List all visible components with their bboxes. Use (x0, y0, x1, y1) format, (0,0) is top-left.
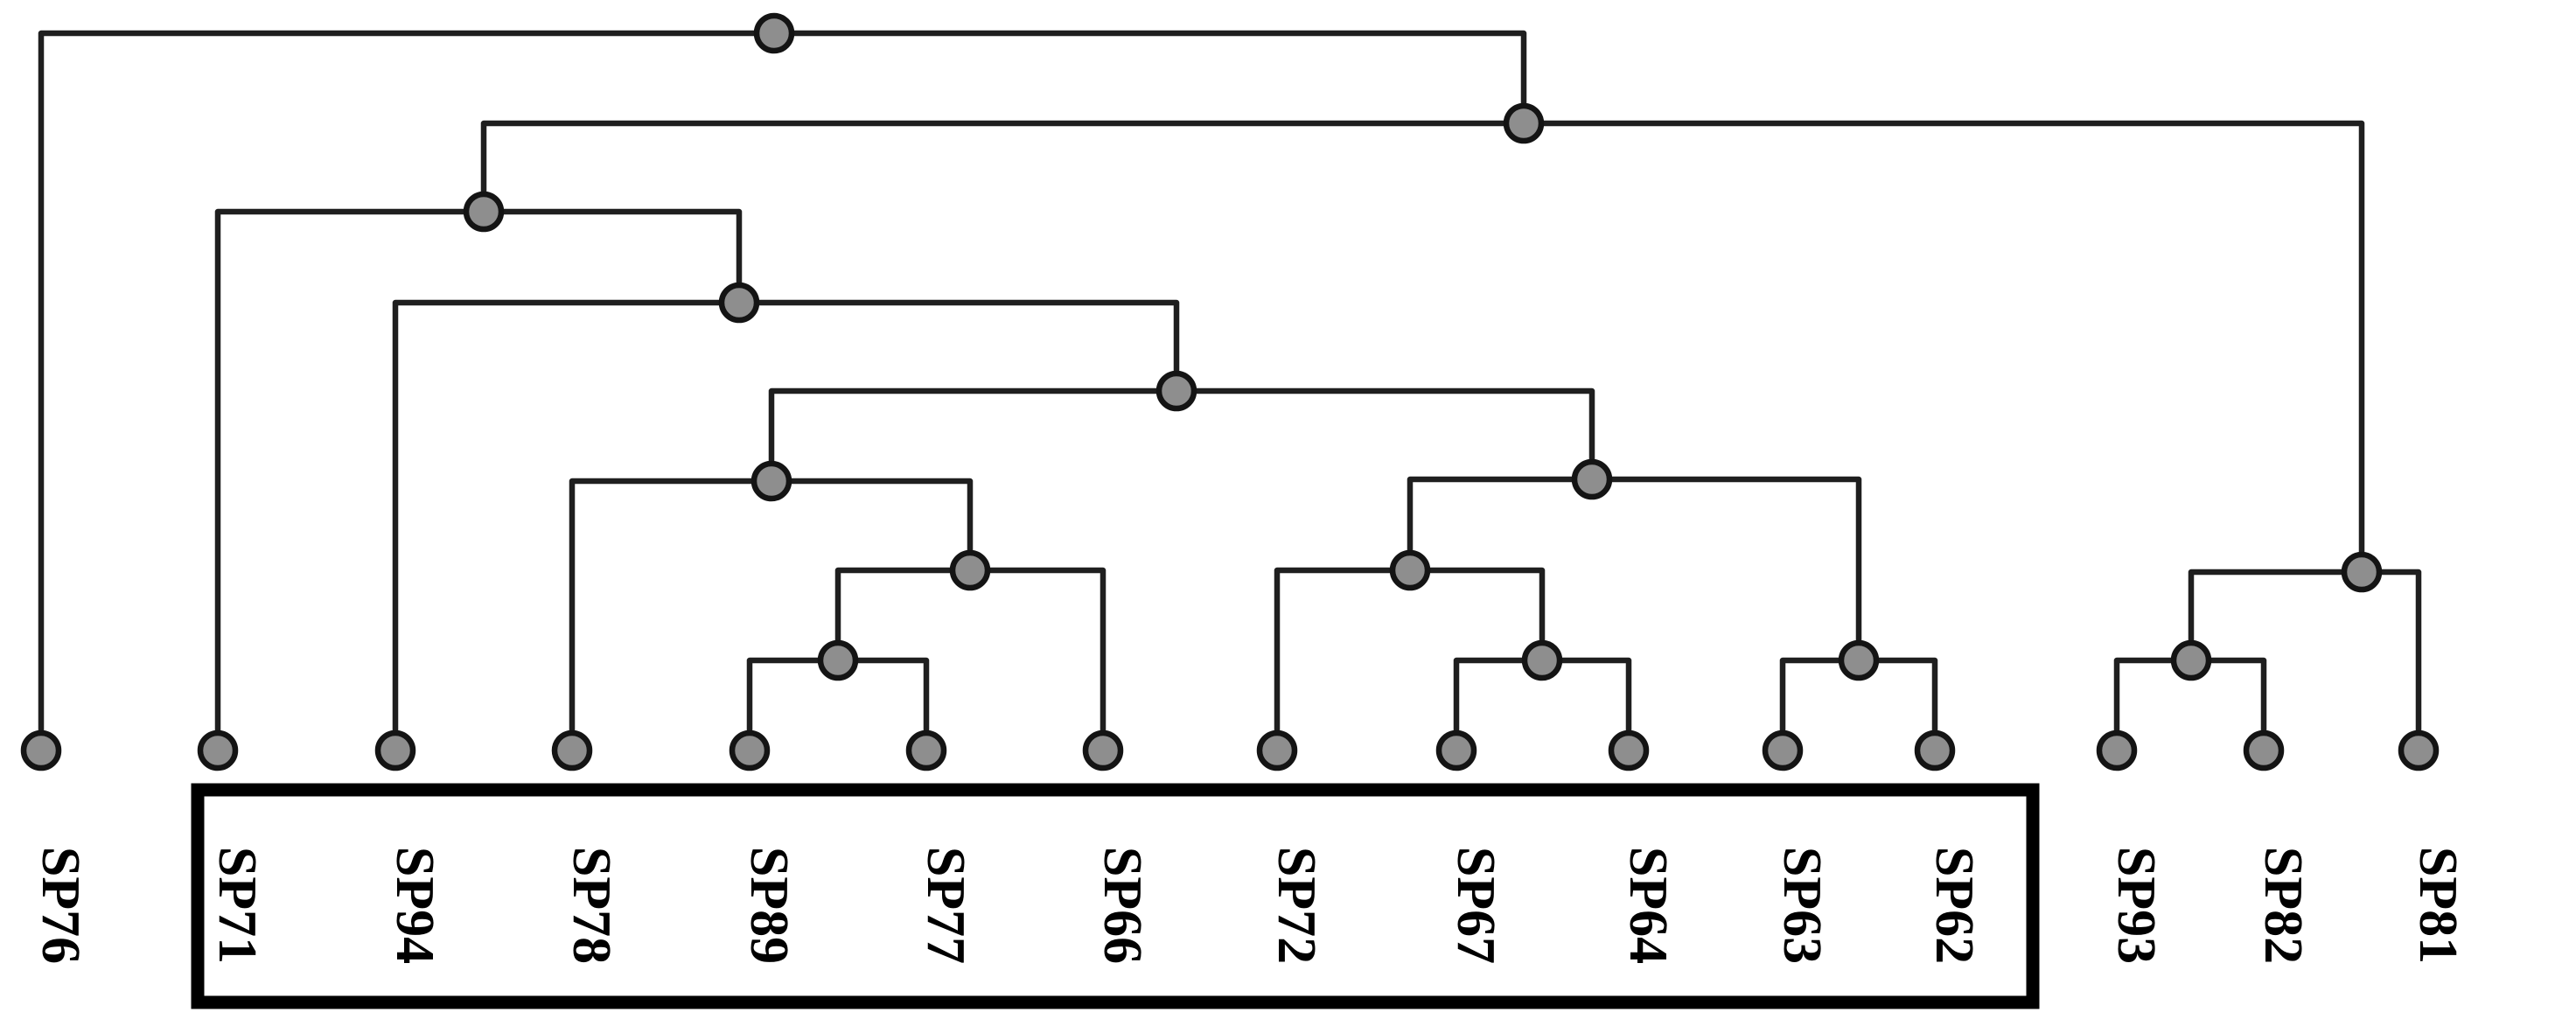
dendrogram-nodes (20, 12, 2440, 771)
leaf-label: SP72 (1267, 847, 1326, 964)
leaf-node-circle (374, 729, 416, 771)
leaf-labels: SP76 SP71 SP94 SP78 SP89 SP77 SP66 SP72 SP67 SP64… (31, 847, 2468, 964)
dendrogram-links (38, 30, 2422, 754)
dendrogram-link (480, 120, 2365, 576)
merge-node-circle (2170, 639, 2212, 681)
leaf-node-circle (20, 729, 62, 771)
dendrogram-link (569, 478, 974, 754)
leaf-node-circle (2398, 729, 2440, 771)
leaf-label: SP66 (1093, 847, 1152, 964)
leaf-node-circle (197, 729, 239, 771)
leaf-node-circle (1914, 729, 1956, 771)
leaf-label: SP76 (31, 847, 90, 964)
cluster-box (191, 783, 2040, 1009)
leaf-label: SP78 (562, 847, 621, 964)
leaf-node-circle (1256, 729, 1298, 771)
leaf-label: SP64 (1618, 847, 1678, 964)
leaf-label: SP81 (2408, 847, 2468, 964)
leaf-label: SP71 (207, 847, 267, 964)
merge-node-circle (1571, 458, 1613, 500)
leaf-label: SP67 (1446, 847, 1505, 964)
dendrogram-link (2188, 569, 2422, 754)
merge-node-circle (817, 639, 859, 681)
merge-node-circle (2341, 551, 2383, 593)
merge-node-circle (1521, 639, 1563, 681)
leaf-label: SP94 (385, 847, 444, 964)
merge-node-circle (1503, 102, 1545, 144)
leaf-node-circle (905, 729, 947, 771)
leaf-node-circle (1082, 729, 1124, 771)
leaf-node-circle (1435, 729, 1477, 771)
leaf-label: SP89 (739, 847, 799, 964)
leaf-node-circle (2096, 729, 2138, 771)
merge-node-circle (750, 460, 792, 502)
merge-node-circle (1155, 370, 1197, 412)
leaf-label: SP77 (916, 847, 975, 964)
dendrogram-link (392, 299, 1180, 754)
leaf-node-circle (729, 729, 771, 771)
leaf-label: SP63 (1772, 847, 1832, 964)
merge-node-circle (1838, 639, 1880, 681)
merge-node-circle (753, 12, 795, 54)
leaf-node-circle (551, 729, 593, 771)
leaf-label: SP93 (2106, 847, 2166, 964)
merge-node-circle (949, 549, 991, 591)
leaf-node-circle (1762, 729, 1804, 771)
leaf-node-circle (1608, 729, 1650, 771)
merge-node-circle (718, 282, 760, 324)
leaf-label: SP82 (2253, 847, 2313, 964)
leaf-label: SP62 (1924, 847, 1984, 964)
merge-node-circle (463, 191, 505, 233)
leaf-node-circle (2243, 729, 2285, 771)
dendrogram-link (1407, 476, 1862, 664)
merge-node-circle (1389, 549, 1431, 591)
